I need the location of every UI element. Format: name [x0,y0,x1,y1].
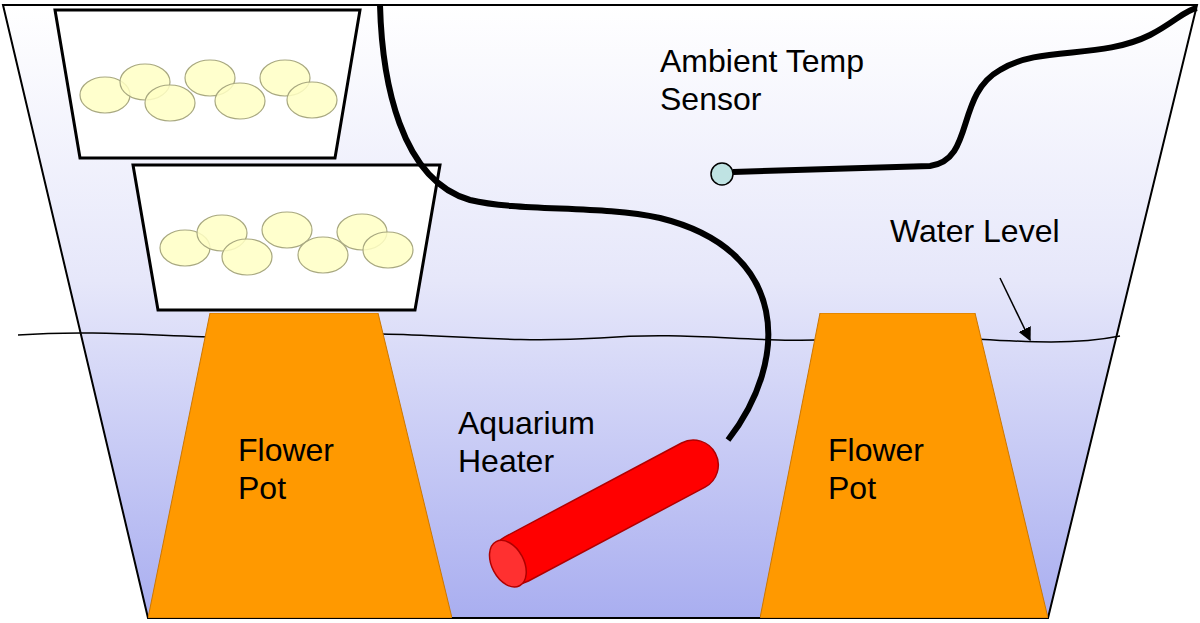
flower-pot: Flower Pot [148,313,452,618]
eggs [80,60,413,275]
egg [222,239,272,275]
egg [145,85,195,121]
water-leader [1000,278,1030,340]
flower-pot: Flower Pot [760,313,1048,618]
sensor-label: Ambient Temp Sensor [660,42,910,118]
egg [287,82,337,118]
egg [298,237,348,273]
temp-sensor [711,163,733,185]
water-level-label: Water Level [890,212,1130,250]
heater-label: Aquarium Heater [458,404,633,480]
pot-shape [760,313,1048,618]
pot-shape [148,313,452,618]
pot-label: Flower Pot [238,431,378,507]
egg [215,83,265,119]
pot-label: Flower Pot [828,431,968,507]
tank-outline [3,5,1197,618]
egg-tray [133,165,440,310]
sensor-cable [733,8,1197,172]
egg [363,232,413,268]
heater-end [482,534,534,593]
egg-tray [55,10,360,158]
